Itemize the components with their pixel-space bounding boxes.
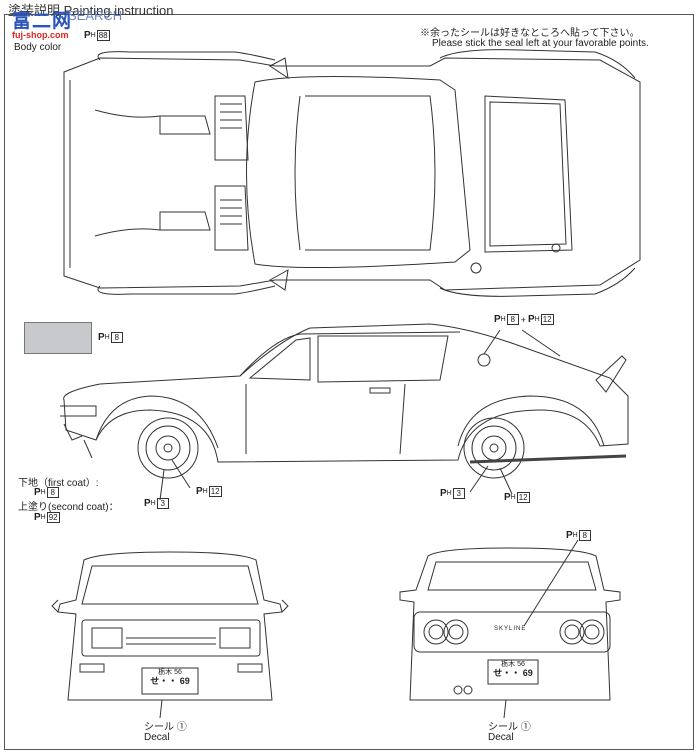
top-view-drawing: [63, 49, 641, 297]
watermark-site: fuj-shop.com: [12, 30, 69, 40]
first-coat-label: 下地（first coat）:: [18, 478, 99, 489]
seal-note-jp: ※余ったシールは好きなところへ貼って下さい。: [420, 28, 640, 39]
rear-plate: 栃木 56 せ・・ 69: [493, 661, 533, 678]
side-view-drawing: [60, 323, 629, 501]
decal-front-en: Decal: [144, 732, 170, 743]
rear-view-drawing: [399, 539, 621, 719]
front-plate: 栃木 56 せ・・ 69: [150, 669, 190, 686]
front-view-drawing: [51, 551, 289, 719]
body-color-swatch: [24, 322, 92, 354]
instruction-frame: [4, 14, 694, 750]
body-color-label: Body color: [14, 42, 62, 53]
page-title: 塗装説明 Painting instruction: [8, 3, 174, 18]
second-coat-label: 上塗り(second coat)：: [18, 502, 119, 513]
decal-front-label: シール ①: [144, 722, 187, 733]
watermark-search: SEARCH: [68, 8, 123, 23]
watermark-brand: 富二网: [12, 10, 73, 32]
decal-rear-label: シール ①: [488, 722, 531, 733]
rear-badge: SKYLINE: [494, 626, 527, 632]
seal-note-en: Please stick the seal left at your favor…: [432, 38, 649, 49]
decal-rear-en: Decal: [488, 732, 514, 743]
